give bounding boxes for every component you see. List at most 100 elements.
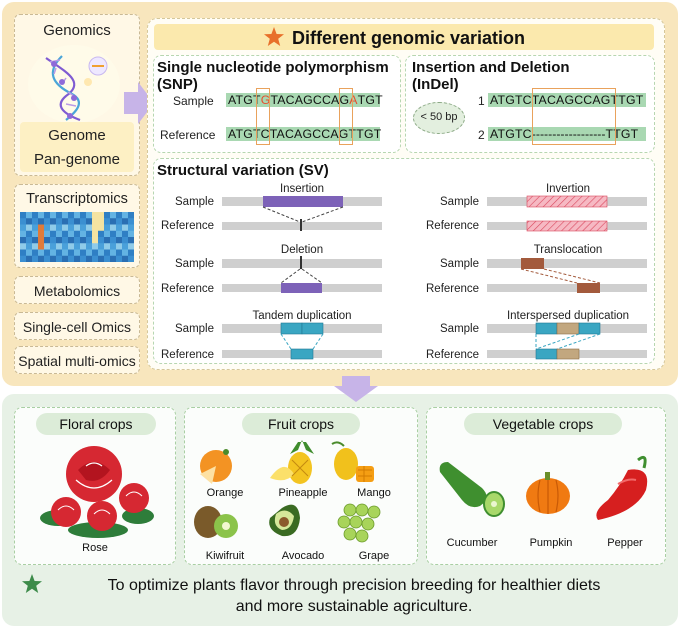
single-cell-label: Single-cell Omics <box>22 319 132 335</box>
heatmap-cell <box>62 237 69 244</box>
heatmap-cell <box>68 237 75 244</box>
sv-reference-label: Reference <box>426 283 480 295</box>
heatmap-cell <box>50 224 57 232</box>
heatmap-cell <box>116 249 123 257</box>
heatmap-cell <box>62 230 69 238</box>
heatmap-cell <box>104 212 111 219</box>
snp-title-line2: (SNP) <box>157 76 198 93</box>
heatmap-cell <box>74 218 81 225</box>
heatmap-cell <box>32 212 39 219</box>
heatmap-cell <box>62 255 69 262</box>
insertion-guide <box>262 206 301 223</box>
heatmap-cell <box>50 255 57 262</box>
heatmap-cell <box>20 224 27 232</box>
heatmap-cell <box>92 224 99 232</box>
heatmap-cell <box>92 255 99 262</box>
heatmap-cell <box>56 230 63 238</box>
indel-title-line2: (InDel) <box>412 76 459 93</box>
heatmap-cell <box>68 212 75 219</box>
heatmap-cell <box>32 237 39 244</box>
translocation-segment <box>521 258 544 269</box>
heatmap-cell <box>62 243 69 250</box>
heatmap-cell <box>122 255 129 262</box>
heatmap-cell <box>98 212 105 219</box>
insertion-site <box>300 219 302 231</box>
heatmap-cell <box>26 237 33 244</box>
heatmap-cell <box>26 212 33 219</box>
insertion-segment <box>263 196 343 207</box>
heatmap-cell <box>86 237 93 244</box>
heatmap-cell <box>98 230 105 238</box>
kiwifruit-label: Kiwifruit <box>205 550 245 562</box>
mango-label: Mango <box>357 487 391 499</box>
heatmap-cell <box>86 255 93 262</box>
avocado-icon <box>269 504 300 537</box>
snp-mutation-2: A <box>349 93 358 107</box>
interspersed-spacer <box>556 322 580 335</box>
interspersed-copy-1 <box>535 322 558 335</box>
snp-highlight-1 <box>256 88 270 145</box>
heatmap-cell <box>74 224 81 232</box>
heatmap-cell <box>122 224 129 232</box>
heatmap-cell <box>56 243 63 250</box>
cucumber-label: Cucumber <box>446 537 498 549</box>
heatmap-cell <box>20 249 27 257</box>
heatmap-image <box>20 212 134 262</box>
heatmap-cell <box>50 243 57 250</box>
heatmap-cell <box>128 230 134 238</box>
sv-sample-label: Sample <box>440 323 479 335</box>
sv-tandem-label: Tandem duplication <box>252 310 352 322</box>
pan-genome-label: Pan-genome <box>34 151 120 168</box>
sv-reference-bar <box>487 284 647 292</box>
heatmap-cell <box>68 218 75 225</box>
sv-sample-label: Sample <box>440 258 479 270</box>
cucumber-icon <box>439 462 505 517</box>
snp-reference-label: Reference <box>160 128 216 142</box>
inversion-segment <box>526 195 608 208</box>
heatmap-cell <box>116 218 123 225</box>
heatmap-cell <box>116 255 123 262</box>
heatmap-cell <box>80 224 87 232</box>
sv-sample-label: Sample <box>175 323 214 335</box>
heatmap-cell <box>38 224 45 232</box>
heatmap-cell <box>68 243 75 250</box>
heatmap-cell <box>50 237 57 244</box>
deletion-guide <box>301 268 323 284</box>
vegetable-icons <box>439 455 648 520</box>
sv-sample-label: Sample <box>440 196 479 208</box>
sv-sample-bar <box>487 259 647 268</box>
down-arrow-icon <box>334 376 378 402</box>
summary-line2: and more sustainable agriculture. <box>235 598 473 615</box>
interspersed-guide <box>556 333 601 350</box>
heatmap-cell <box>50 212 57 219</box>
summary-line1: To optimize plants flavor through precis… <box>107 577 601 594</box>
heatmap-cell <box>38 237 45 244</box>
orange-icon <box>200 449 232 484</box>
heatmap-cell <box>128 224 134 232</box>
sv-deletion-label: Deletion <box>280 244 324 256</box>
heatmap-cell <box>92 230 99 238</box>
heatmap-cell <box>62 249 69 257</box>
seq-part: TGT <box>357 93 383 107</box>
deletion-site <box>300 256 302 269</box>
heatmap-cell <box>116 237 123 244</box>
heatmap-cell <box>62 212 69 219</box>
heatmap-cell <box>50 218 57 225</box>
heatmap-cell <box>110 224 117 232</box>
heatmap-cell <box>104 255 111 262</box>
snp-title-line1: Single nucleotide polymorphism <box>157 59 389 76</box>
heatmap-cell <box>32 243 39 250</box>
insertion-guide <box>301 206 344 223</box>
heatmap-cell <box>92 237 99 244</box>
heatmap-cell <box>56 237 63 244</box>
genome-label-bg <box>20 122 134 172</box>
spatial-label: Spatial multi-omics <box>18 353 136 369</box>
heatmap-cell <box>128 237 134 244</box>
heatmap-cell <box>104 218 111 225</box>
heatmap-cell <box>20 255 27 262</box>
heatmap-cell <box>116 212 123 219</box>
floral-title: Floral crops <box>36 413 156 435</box>
vegetable-title: Vegetable crops <box>464 413 622 435</box>
heatmap-cell <box>74 212 81 219</box>
